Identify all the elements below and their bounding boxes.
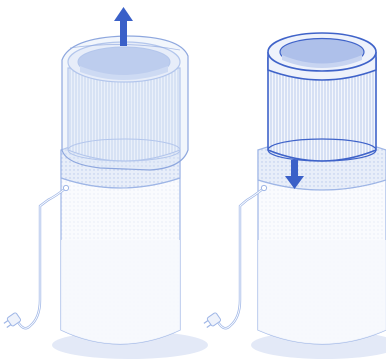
panel-remove-filter [2,7,208,359]
power-cord [202,185,266,329]
filter-cylinder [268,33,376,161]
panel-install-filter [202,33,386,359]
power-plug-icon [202,312,221,329]
power-plug-icon [2,312,21,329]
power-cord [2,185,68,329]
protective-bag [62,36,188,170]
purifier-base [258,139,386,344]
purifier-base [61,139,180,344]
